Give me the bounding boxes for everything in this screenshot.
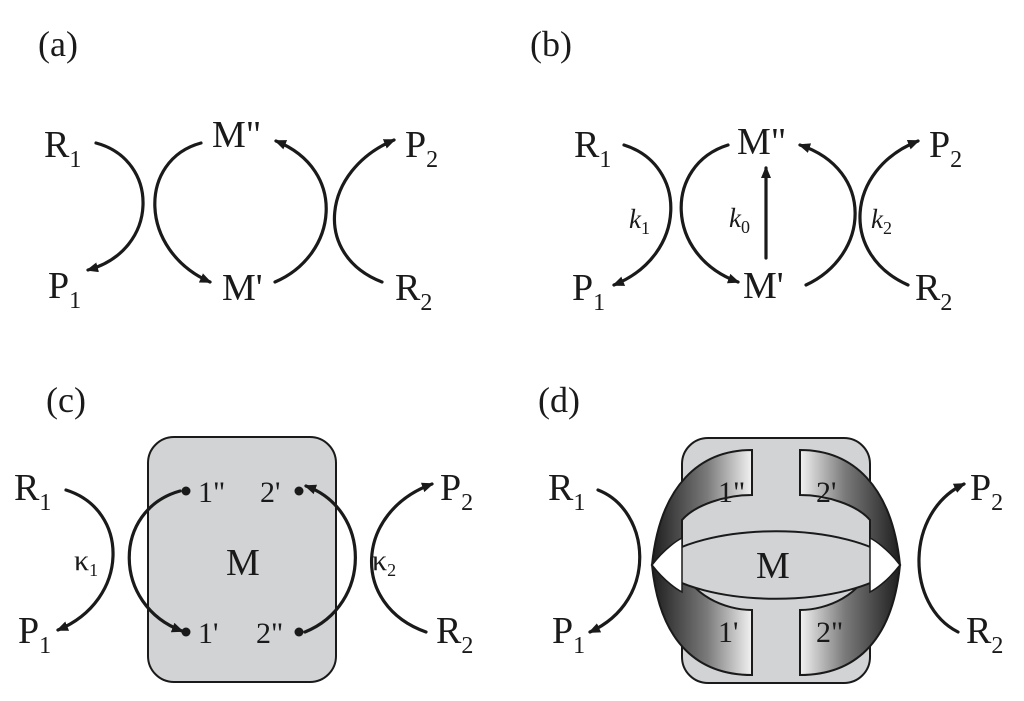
arrow-m-prime-to-m-double	[273, 139, 328, 284]
machine-box	[147, 436, 337, 683]
species-r1: R1	[44, 124, 81, 173]
species-m-prime: M'	[743, 265, 784, 307]
arrow-site-1-double-to-1-prime	[127, 489, 184, 633]
arrow-site-2-double-to-2-prime	[303, 484, 357, 634]
site-1-prime-label: 1'	[198, 617, 218, 650]
right-opening-gap	[869, 536, 901, 594]
machine-label: M	[756, 545, 790, 587]
species-p2: P2	[929, 124, 962, 173]
arrow-r1-to-p1	[612, 143, 673, 287]
rate-kappa1: κ1	[74, 544, 98, 580]
site-2-double-prime-dot	[294, 627, 304, 637]
site-1-prime-label: 1'	[718, 616, 738, 649]
rate-k0: k0	[729, 203, 750, 237]
site-1-double-prime-label: 1"	[718, 476, 745, 509]
panel-a-label: (a)	[38, 24, 78, 64]
arrow-r1-to-p1	[588, 488, 642, 634]
panel-d-label: (d)	[538, 380, 580, 420]
rate-kappa2: κ2	[372, 544, 396, 580]
panel-b: (b) R1 P1 M" M' P2 R2 k1 k0 k2	[530, 24, 962, 316]
site-2-prime-label: 2'	[816, 476, 836, 509]
species-r2: R2	[395, 267, 432, 316]
arrow-r2-to-p2	[917, 482, 966, 634]
site-2-double-prime-label: 2"	[816, 616, 843, 649]
species-p1: P1	[48, 265, 81, 314]
right-gradient-band	[799, 448, 902, 677]
species-p2: P2	[440, 467, 473, 516]
machine-label: M	[226, 542, 260, 584]
species-r2: R2	[915, 267, 952, 316]
site-2-double-prime-label: 2"	[256, 617, 283, 650]
site-2-prime-label: 2'	[260, 476, 280, 509]
rate-k1: k1	[629, 204, 650, 238]
species-r2: R2	[966, 610, 1003, 659]
arrow-r1-to-p1	[56, 488, 115, 632]
species-p1: P1	[552, 610, 585, 659]
species-r1: R1	[548, 467, 585, 516]
site-2-prime-dot	[294, 486, 304, 496]
species-m-prime: M'	[222, 267, 263, 309]
arrow-m-double-to-m-prime	[679, 143, 740, 284]
left-gradient-band	[650, 448, 753, 677]
species-p2: P2	[970, 467, 1003, 516]
arrow-m-double-to-m-prime	[153, 141, 212, 284]
rate-k2: k2	[871, 204, 892, 238]
arrow-r2-to-p2	[332, 138, 396, 284]
panel-c: (c) M 1" 2' 1' 2" R1 P1 P2 R2 κ1 κ2	[14, 380, 473, 683]
species-p1: P1	[18, 610, 51, 659]
species-m-double-prime: M"	[737, 121, 786, 163]
panel-b-label: (b)	[530, 24, 572, 64]
site-1-double-prime-label: 1"	[198, 476, 225, 509]
panel-a: (a) R1 P1 M" M' P2 R2	[38, 24, 438, 316]
arrow-r2-to-p2	[370, 482, 434, 634]
left-opening-gap	[651, 536, 683, 594]
arrow-r2-to-p2	[858, 139, 920, 287]
species-m-double-prime: M"	[212, 114, 261, 156]
species-p1: P1	[572, 267, 605, 316]
species-p2: P2	[405, 124, 438, 173]
arrow-m-prime-to-m-double-k2	[798, 143, 857, 287]
arrow-r1-to-p1	[86, 141, 145, 273]
species-r1: R1	[14, 467, 51, 516]
site-1-double-prime-dot	[181, 486, 191, 496]
panel-c-label: (c)	[46, 380, 86, 420]
panel-d: (d) M 1" 2' 1' 2" R1 P1 P2 R2	[538, 380, 1003, 684]
species-r1: R1	[574, 124, 611, 173]
species-r2: R2	[436, 610, 473, 659]
